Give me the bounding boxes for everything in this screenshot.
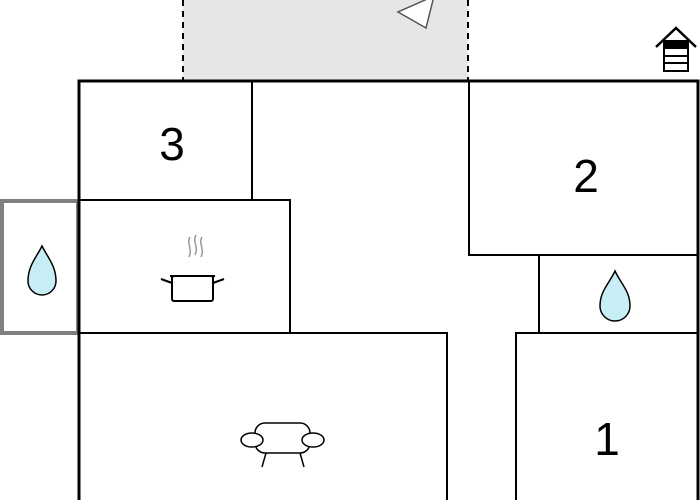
cooking-pot-icon (160, 234, 225, 302)
terrace-area (182, 0, 469, 80)
room-living-room (78, 332, 448, 500)
outside-shower (0, 199, 80, 335)
room-bedroom-1: 1 (515, 332, 699, 500)
room-kitchen (78, 199, 291, 334)
sofa-icon (240, 422, 325, 468)
room-bedroom-2: 2 (468, 80, 699, 256)
terrace-direction-icon (396, 0, 434, 30)
water-drop-icon (599, 269, 631, 322)
house-stairs-icon (655, 26, 697, 72)
room-label-1: 1 (594, 413, 620, 465)
water-drop-icon (27, 244, 57, 296)
room-bedroom-3: 3 (78, 80, 253, 201)
room-label-3: 3 (159, 118, 185, 170)
room-label-2: 2 (573, 150, 599, 202)
room-bathroom (538, 254, 699, 334)
